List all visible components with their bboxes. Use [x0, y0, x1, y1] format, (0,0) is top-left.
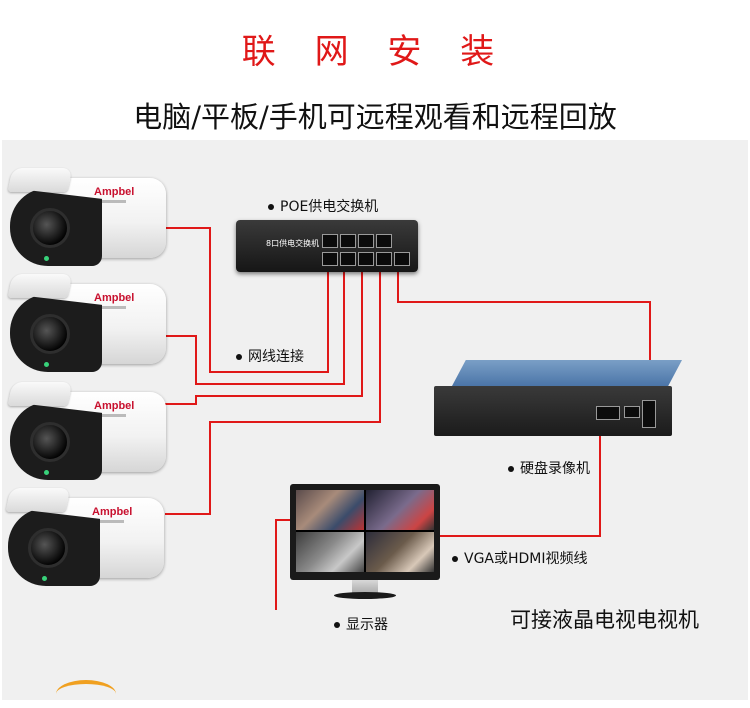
camera-lens-icon	[28, 528, 68, 568]
wire-camera-4	[165, 272, 381, 515]
nvr-port-icon	[624, 406, 640, 418]
switch-port-icon	[376, 252, 392, 266]
brand-swoosh-icon	[56, 680, 116, 708]
camera-brand: Ampbel	[94, 292, 135, 304]
monitor-label: 显示器	[334, 614, 388, 634]
diagram-subtitle: 电脑/平板/手机可远程观看和远程回放	[133, 100, 617, 134]
bullet-icon	[508, 466, 514, 472]
nvr-label: 硬盘录像机	[508, 458, 590, 478]
bullet-icon	[236, 354, 242, 360]
camera-1: Ampbel	[4, 168, 169, 278]
switch-port-icon	[340, 252, 356, 266]
switch-port-icon	[358, 234, 374, 248]
poe-switch-label: POE供电交换机	[268, 196, 378, 216]
tv-compatible-note: 可接液晶电视电视机	[510, 608, 699, 632]
switch-port-icon	[358, 252, 374, 266]
wire-camera-1	[165, 227, 329, 373]
switch-port-icon	[376, 234, 392, 248]
network-cable-label: 网线连接	[236, 346, 304, 366]
camera-lens-icon	[30, 208, 70, 248]
nvr-port-icon	[642, 400, 656, 428]
camera-lens-icon	[30, 422, 70, 462]
wire-monitor-side	[275, 519, 290, 610]
switch-port-icon	[322, 234, 338, 248]
video-cable-label: VGA或HDMI视频线	[452, 548, 588, 568]
monitor-screen	[296, 490, 434, 572]
poe-switch: 8口供电交换机	[236, 220, 418, 272]
switch-port-icon	[322, 252, 338, 266]
wire-nvr-monitor	[440, 426, 601, 537]
nvr-port-icon	[596, 406, 620, 420]
bullet-icon	[452, 556, 458, 562]
camera-brand: Ampbel	[94, 186, 135, 198]
camera-brand: Ampbel	[92, 506, 133, 518]
switch-port-icon	[340, 234, 356, 248]
wire-switch-nvr	[397, 272, 651, 400]
bullet-icon	[334, 622, 340, 628]
uplink-port-icon	[394, 252, 410, 266]
wire-camera-3	[165, 272, 363, 405]
bullet-icon	[268, 204, 274, 210]
camera-2: Ampbel	[4, 274, 169, 384]
wire-camera-2	[165, 272, 345, 385]
monitor	[290, 484, 440, 614]
camera-lens-icon	[30, 314, 70, 354]
camera-3: Ampbel	[4, 382, 169, 492]
camera-4: Ampbel	[2, 488, 167, 598]
camera-brand: Ampbel	[94, 400, 135, 412]
nvr-recorder	[430, 360, 682, 444]
switch-face-text: 8口供电交换机	[266, 239, 320, 248]
diagram-title: 联 网 安 装	[241, 32, 509, 72]
